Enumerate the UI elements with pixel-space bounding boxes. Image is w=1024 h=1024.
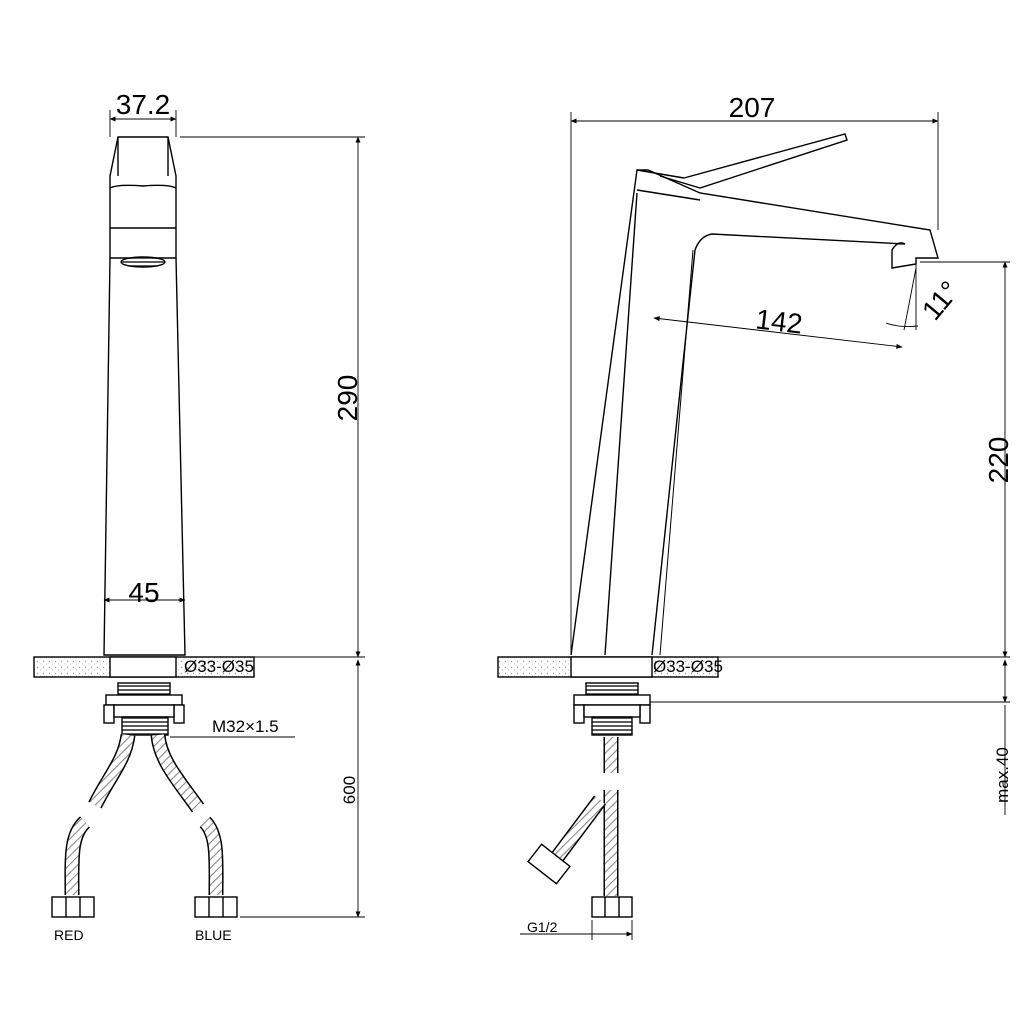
side-hoses: [527, 737, 633, 918]
side-spout-reach-label: 142: [754, 303, 804, 339]
side-angle-label: 11°: [916, 275, 966, 326]
side-total-reach-label: 207: [729, 92, 776, 123]
hose-right-label: BLUE: [195, 927, 232, 943]
side-view: [497, 112, 1010, 940]
side-dimensions: [520, 112, 1010, 940]
front-base-width-label: 45: [128, 577, 159, 608]
side-hole-diameter-label: Ø33-Ø35: [653, 657, 723, 676]
front-hole-diameter-label: Ø33-Ø35: [184, 657, 254, 676]
side-connection-label: G1/2: [527, 919, 558, 935]
side-spout-height-label: 220: [983, 437, 1014, 484]
front-view: [33, 110, 365, 918]
front-hose-length-label: 600: [340, 776, 359, 804]
front-top-width-label: 37.2: [116, 89, 171, 120]
front-hoses: [51, 733, 238, 918]
front-dimensions: [103, 110, 365, 918]
front-height-label: 290: [332, 375, 363, 422]
side-mounting-nut: [573, 682, 651, 736]
front-mounting-nut: [103, 682, 185, 736]
front-thread-label: M32×1.5: [212, 717, 279, 736]
side-deck-thickness-label: max.40: [993, 747, 1012, 803]
front-faucet-body: [103, 136, 186, 656]
hose-left-label: RED: [54, 927, 84, 943]
side-faucet-body: [570, 133, 939, 656]
